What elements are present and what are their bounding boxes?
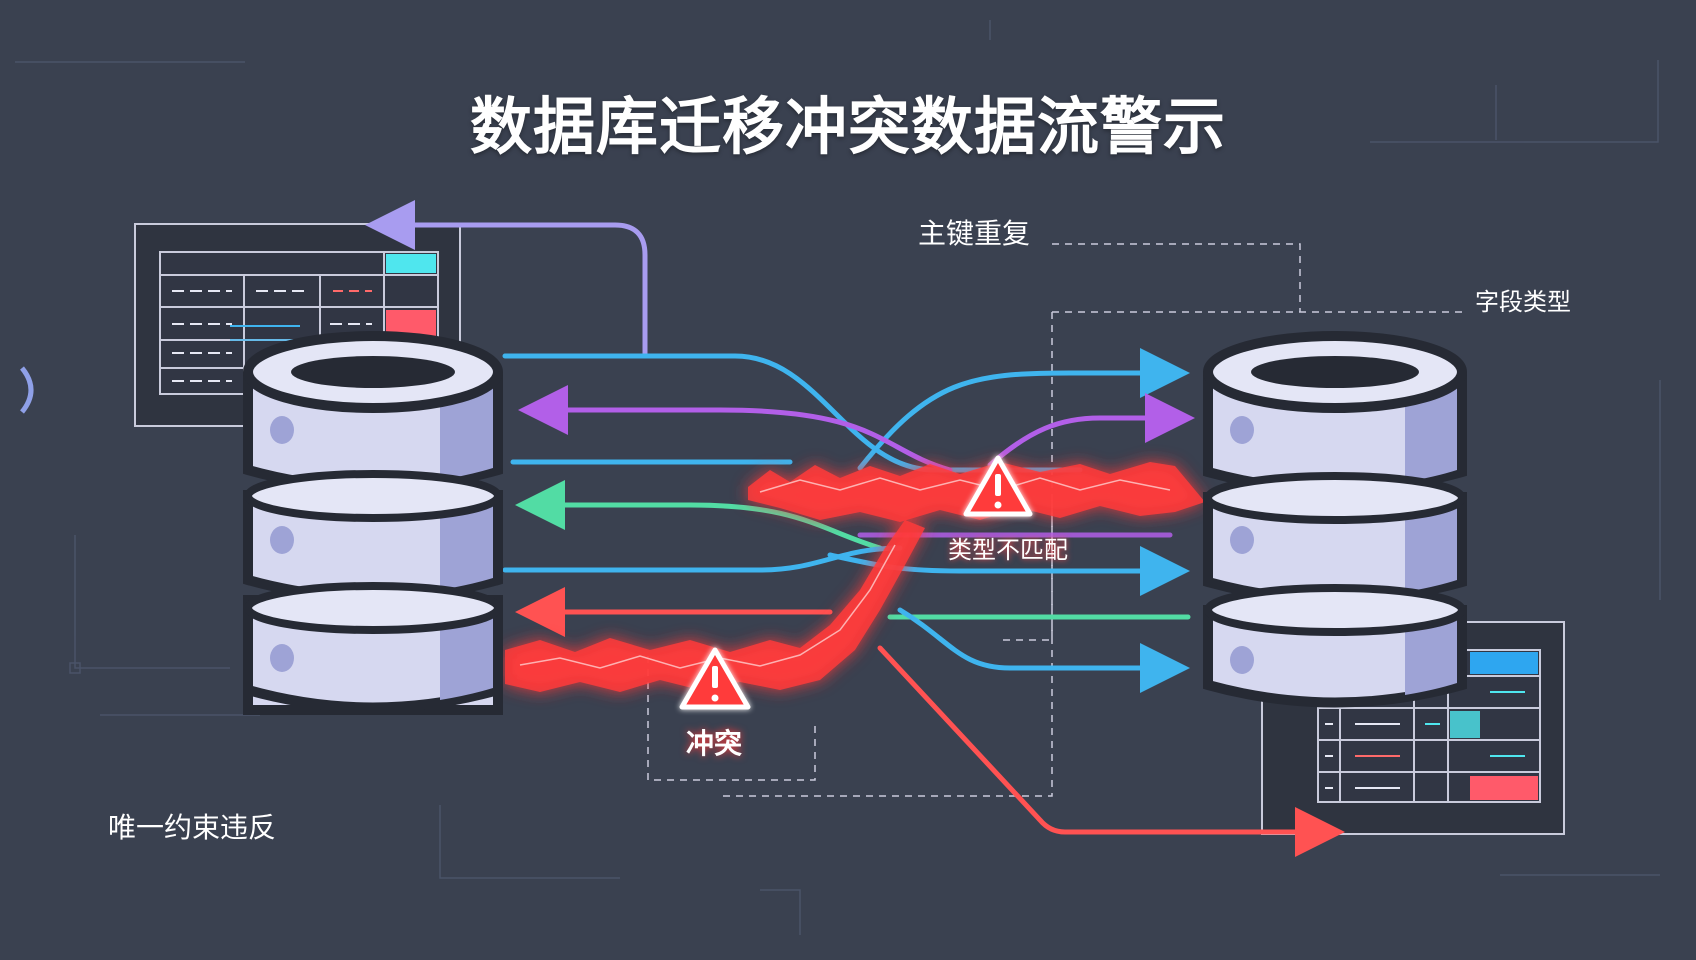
- target-database-layer-1: [1203, 331, 1467, 524]
- flow-purple-back: [518, 385, 953, 473]
- conflict-glow-streams: [505, 462, 1205, 692]
- source-database-layer-1: [243, 331, 503, 522]
- flow-purple-forward: [987, 393, 1195, 468]
- warning-triangle-icon: [679, 647, 751, 710]
- source-table: [134, 223, 461, 427]
- flow-red-forward: [877, 645, 1345, 857]
- label-primary-key-duplicate: 主键重复: [918, 217, 1031, 250]
- flow-blue-1: [502, 353, 1083, 473]
- flow-blue-4: [897, 607, 1190, 693]
- target-table-cyan-cell: [1450, 711, 1480, 738]
- target-table-blue-cell: [1470, 652, 1538, 674]
- background-circuit-lines: [15, 20, 1661, 935]
- conflict-stream-lower: [505, 520, 925, 692]
- page-title: 数据库迁移冲突数据流警示: [469, 90, 1226, 163]
- migration-flows: [365, 200, 1345, 857]
- label-conflict: 冲突: [686, 727, 743, 760]
- flow-blue-1b: [857, 348, 1190, 471]
- label-type-mismatch: 类型不匹配: [948, 536, 1068, 564]
- flow-green-back: [515, 480, 883, 551]
- source-table-cyan-cell: [386, 254, 436, 273]
- target-database: [1203, 331, 1467, 708]
- flow-blue-3: [502, 545, 903, 573]
- left-edge-bracket: [20, 366, 34, 414]
- source-database: [243, 331, 503, 715]
- label-unique-constraint-violation: 唯一约束违反: [108, 811, 277, 844]
- target-table-red-cell: [1470, 776, 1538, 800]
- label-field-type: 字段类型: [1475, 288, 1571, 316]
- flow-lavender-return: [365, 200, 648, 358]
- warning-triangle-icon: [963, 455, 1033, 517]
